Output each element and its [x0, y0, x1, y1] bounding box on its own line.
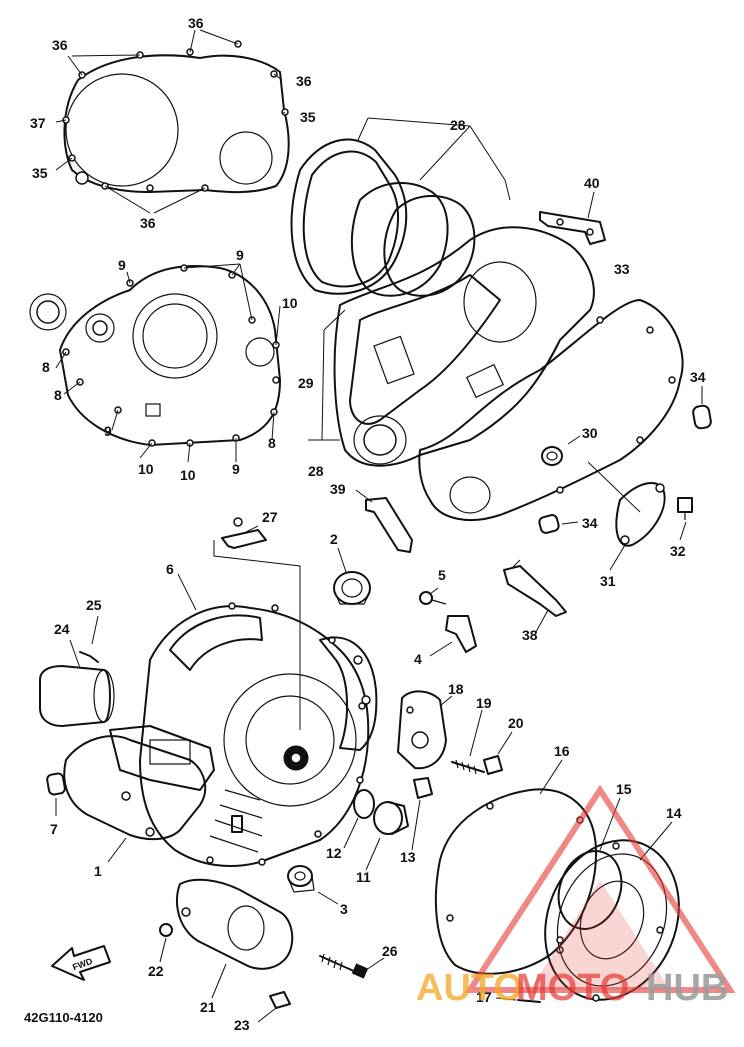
left-crankcase-cover-6	[139, 573, 378, 867]
callout-16: 16	[554, 743, 570, 759]
part-code: 42G110-4120	[24, 1010, 103, 1025]
callout-9: 9	[104, 423, 112, 439]
callout-10: 10	[180, 467, 196, 483]
callout-3: 3	[340, 901, 348, 917]
clutch-cover-gasket	[55, 29, 290, 214]
callout-19: 19	[476, 695, 492, 711]
callout-23: 23	[234, 1017, 250, 1033]
callout-11: 11	[356, 869, 371, 885]
plate-18	[397, 690, 453, 770]
callout-34: 34	[690, 369, 706, 385]
callout-8: 8	[42, 359, 50, 375]
dowel-34b	[538, 514, 579, 534]
callout-9: 9	[118, 257, 126, 273]
bracket-38	[503, 559, 567, 633]
callout-35: 35	[32, 165, 48, 181]
callout-30: 30	[582, 425, 598, 441]
callout-10: 10	[138, 461, 154, 477]
screw-19	[451, 709, 485, 775]
watermark-auto: AUTO	[416, 967, 523, 1009]
cover-plate-31	[587, 461, 666, 571]
callout-35: 35	[300, 109, 316, 125]
sensor-13	[411, 777, 433, 851]
callout-40: 40	[584, 175, 600, 191]
callout-28: 28	[450, 117, 466, 133]
callout-13: 13	[400, 849, 416, 865]
crankcase-gasket	[29, 263, 281, 463]
callout-17: 17	[476, 989, 492, 1005]
crankcase-cover-assembly	[308, 226, 684, 521]
callout-labels: 36 36 36 36 37 35 35 28 28 40 33 34 34 3…	[24, 15, 706, 1033]
dowel-7	[46, 772, 66, 816]
bolt-26	[319, 953, 385, 979]
callout-28: 28	[308, 463, 324, 479]
bolt-20	[483, 731, 513, 775]
fwd-label: FWD	[71, 956, 94, 973]
callout-2: 2	[330, 531, 338, 547]
callout-29: 29	[298, 375, 314, 391]
cable-guide-27	[213, 517, 301, 730]
callout-6: 6	[166, 561, 174, 577]
automotohub-watermark	[464, 784, 736, 993]
callout-39: 39	[330, 481, 346, 497]
callout-36: 36	[140, 215, 156, 231]
callout-27: 27	[262, 509, 278, 525]
callout-24: 24	[54, 621, 70, 637]
callout-37: 37	[30, 115, 46, 131]
fwd-arrow-icon	[51, 945, 111, 981]
generator-cover-14	[544, 821, 680, 1002]
bolt-25	[79, 615, 99, 663]
watermark-moto: MOTO	[516, 967, 629, 1009]
callout-26: 26	[382, 943, 398, 959]
watermark-triangle-icon	[464, 784, 736, 993]
bolt-32	[677, 497, 693, 541]
callout-12: 12	[326, 845, 342, 861]
bracket-4	[429, 615, 477, 657]
callout-38: 38	[522, 627, 538, 643]
callout-21: 21	[200, 999, 216, 1015]
screw-5	[419, 587, 447, 605]
bolt-22	[159, 923, 173, 963]
watermark-hub: HUB	[646, 967, 728, 1009]
bearing-2	[333, 547, 371, 605]
bolt-17	[495, 997, 541, 1003]
callout-4: 4	[414, 651, 422, 667]
watermark-inner-peak-icon	[530, 880, 670, 990]
callout-31: 31	[600, 573, 616, 589]
callout-20: 20	[508, 715, 524, 731]
oil-seal-30	[541, 435, 581, 466]
callout-36: 36	[52, 37, 68, 53]
callout-22: 22	[148, 963, 164, 979]
plug-11	[365, 801, 409, 871]
callout-36: 36	[296, 73, 312, 89]
dowel-34a	[692, 386, 712, 430]
starter-motor-24	[39, 639, 115, 727]
callout-10: 10	[282, 295, 298, 311]
callout-33: 33	[614, 261, 630, 277]
bolt-23	[257, 991, 291, 1023]
callout-34: 34	[582, 515, 598, 531]
callout-32: 32	[670, 543, 686, 559]
cover-21	[175, 878, 294, 999]
rubber-seal-set	[290, 117, 511, 297]
bracket-39	[355, 489, 413, 553]
o-ring-12	[343, 789, 375, 849]
callout-36: 36	[188, 15, 204, 31]
callout-18: 18	[448, 681, 464, 697]
callout-9: 9	[232, 461, 240, 477]
callout-1: 1	[94, 863, 102, 879]
callout-5: 5	[438, 567, 446, 583]
callout-14: 14	[666, 805, 682, 821]
bracket-40	[539, 191, 606, 245]
starter-housing-1	[63, 725, 215, 863]
bearing-3	[287, 865, 339, 905]
watermark-text: AUTO MOTO HUB	[416, 967, 728, 1009]
callout-8: 8	[54, 387, 62, 403]
callout-7: 7	[50, 821, 58, 837]
callout-9: 9	[236, 247, 244, 263]
callout-25: 25	[86, 597, 102, 613]
callout-15: 15	[616, 781, 632, 797]
callout-8: 8	[268, 435, 276, 451]
